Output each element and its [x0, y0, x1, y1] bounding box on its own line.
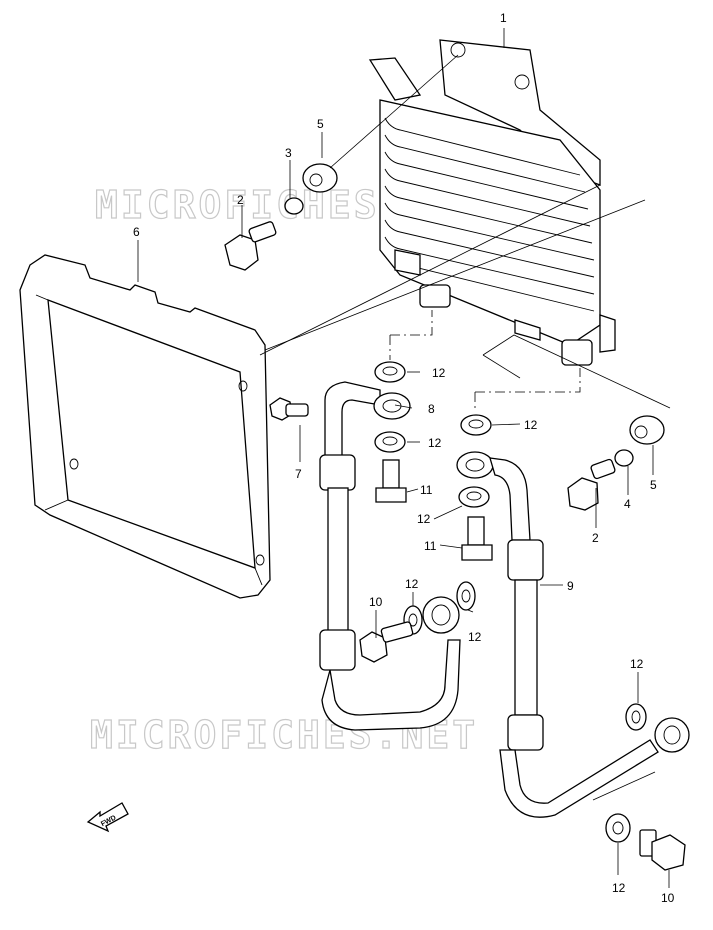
washer-3 [460, 414, 492, 436]
bolt-right-mount [567, 458, 616, 511]
bolt-hose-left [359, 621, 414, 663]
callout-12-a: 12 [432, 366, 446, 380]
callout-12-h: 12 [612, 881, 626, 895]
callout-5-right: 5 [650, 478, 657, 492]
oil-hose-right [456, 451, 690, 818]
callout-1: 1 [500, 11, 507, 25]
callout-6: 6 [133, 225, 140, 239]
washer-6 [456, 581, 476, 611]
callout-10-right: 10 [661, 891, 675, 905]
callout-12-f: 12 [468, 630, 482, 644]
cooler-guard-frame [19, 254, 271, 599]
callout-8: 8 [428, 402, 435, 416]
washer-4 [458, 486, 490, 508]
callouts: 1 2 2 3 4 5 5 6 7 8 9 10 10 11 11 12 12 … [133, 11, 675, 905]
callout-5-left: 5 [317, 117, 324, 131]
bolt-hose-right [639, 829, 686, 871]
collar-left [284, 197, 304, 215]
oil-hose-left [319, 381, 461, 731]
grommet-right [629, 415, 665, 445]
oil-cooler [368, 39, 616, 366]
washer-2 [374, 431, 406, 453]
washer-1 [374, 361, 406, 383]
bolt-left-mount [224, 221, 277, 271]
callout-4: 4 [624, 497, 631, 511]
callout-10-left: 10 [369, 595, 383, 609]
washer-8 [605, 813, 631, 843]
collar-right [614, 449, 634, 467]
callout-12-d: 12 [417, 512, 431, 526]
callout-3: 3 [285, 146, 292, 160]
fwd-arrow-icon: FWD [86, 802, 129, 833]
callout-2-left: 2 [237, 193, 244, 207]
washer-7 [625, 703, 647, 731]
union-bolt-2 [461, 516, 493, 561]
callout-12-e: 12 [405, 577, 419, 591]
bolt-guard [269, 397, 309, 421]
callout-9: 9 [567, 579, 574, 593]
callout-7: 7 [295, 467, 302, 481]
callout-12-g: 12 [630, 657, 644, 671]
grommet-left [302, 163, 338, 193]
union-bolt-1 [375, 459, 407, 503]
callout-11-lower: 11 [424, 539, 437, 553]
leader-lines [137, 28, 671, 888]
callout-12-b: 12 [428, 436, 442, 450]
callout-12-c: 12 [524, 418, 538, 432]
callout-11-upper: 11 [420, 483, 433, 497]
callout-2-right: 2 [592, 531, 599, 545]
